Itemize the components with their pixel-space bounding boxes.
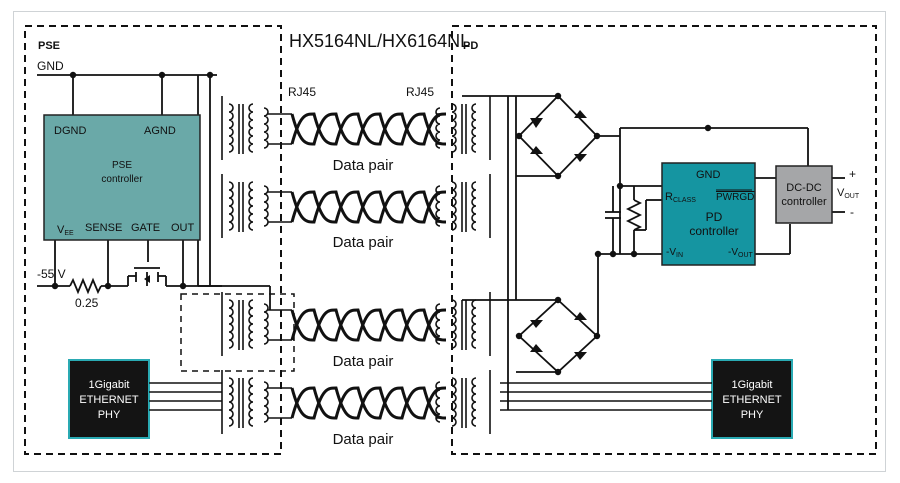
- rclass-pin: RCLASS: [665, 191, 696, 204]
- left-transformer-primary-2: [228, 181, 234, 231]
- vout-label: VOUT: [837, 187, 860, 200]
- pd-boundary: [451, 25, 877, 455]
- pd-controller-subtitle: controller: [689, 224, 738, 238]
- left-transformer-secondary-3: [248, 299, 254, 349]
- pd-junction-dots: [515, 92, 712, 376]
- left-transformer-primary-3: [228, 299, 234, 349]
- pd-controller-title: PD: [706, 210, 723, 224]
- rj45-left-label: RJ45: [288, 85, 316, 99]
- twisted-pair-b-3: [290, 308, 447, 342]
- left-choke-3: [263, 303, 269, 345]
- pse-boundary: [24, 25, 282, 455]
- left-transformer-primary-4: [228, 377, 234, 427]
- mosfet-arrow: [144, 275, 150, 283]
- right-transformer-secondary-4: [471, 377, 477, 427]
- vin-pin: -VIN: [666, 247, 683, 259]
- pse-wiring: [37, 74, 271, 310]
- pd-gnd-pin: GND: [696, 169, 721, 181]
- dcdc-line1: DC-DC: [786, 182, 821, 194]
- pse-controller-title: PSE: [112, 160, 132, 171]
- pd-phy-box: [711, 359, 793, 439]
- left-choke-2: [263, 185, 269, 227]
- data-pair-label-3: Data pair: [333, 353, 394, 370]
- data-pair-label-2: Data pair: [333, 234, 394, 251]
- pse-controller-subtitle: controller: [101, 174, 143, 185]
- pse-phy-box: [68, 359, 150, 439]
- data-pair-label-1: Data pair: [333, 157, 394, 174]
- neg-voltage-label: -55 V: [37, 267, 66, 281]
- right-transformer-secondary-3: [471, 299, 477, 349]
- left-transformer-secondary-2: [248, 181, 254, 231]
- gnd-label: GND: [37, 59, 64, 73]
- right-transformer-primary-2: [451, 181, 457, 231]
- transformer-dashed-box: [180, 293, 295, 372]
- transformer-channels: [221, 96, 491, 434]
- left-transformer-secondary-4: [248, 377, 254, 427]
- pse-phy-line3: PHY: [98, 409, 121, 421]
- right-transformer-secondary-2: [471, 181, 477, 231]
- right-transformer-primary-4: [451, 377, 457, 427]
- pse-junction-dots: [51, 71, 214, 290]
- twisted-pair-b-1: [290, 112, 447, 146]
- diagram-title: HX5164NL/HX6164NL: [289, 31, 470, 51]
- agnd-pin: AGND: [144, 125, 176, 137]
- pd-phy-line1: 1Gigabit: [732, 379, 773, 391]
- pd-controller-box: [661, 162, 756, 266]
- twisted-pair-b-2: [290, 190, 447, 224]
- bridge-diodes: [530, 110, 587, 360]
- left-transformer-secondary-1: [248, 103, 254, 153]
- pse-phy-line1: 1Gigabit: [89, 379, 130, 391]
- twisted-pair-a-1: [290, 112, 447, 146]
- dgnd-pin: DGND: [54, 125, 86, 137]
- twisted-pair-a-4: [290, 386, 447, 420]
- pse-controller-box: [43, 114, 201, 241]
- pd-label: PD: [463, 40, 478, 52]
- phy-signal-lines: [149, 382, 712, 411]
- gate-pin: GATE: [131, 222, 160, 234]
- sense-pin: SENSE: [85, 222, 122, 234]
- right-transformer-primary-3: [451, 299, 457, 349]
- data-pair-label-4: Data pair: [333, 431, 394, 448]
- out-pin: OUT: [171, 222, 195, 234]
- twisted-pair-a-3: [290, 308, 447, 342]
- left-transformer-primary-1: [228, 103, 234, 153]
- pd-phy-line3: PHY: [741, 409, 764, 421]
- right-transformer-primary-1: [451, 103, 457, 153]
- pse-phy-line2: ETHERNET: [79, 394, 139, 406]
- dcdc-controller-box: [775, 165, 833, 224]
- right-transformer-secondary-1: [471, 103, 477, 153]
- vout-plus: +: [849, 167, 856, 181]
- rj45-right-label: RJ45: [406, 85, 434, 99]
- vee-pin: VEE: [57, 224, 74, 237]
- left-choke-4: [263, 381, 269, 423]
- pse-label: PSE: [38, 40, 60, 52]
- vout-minus: -: [850, 205, 854, 219]
- pd-phy-line2: ETHERNET: [722, 394, 782, 406]
- resistor-value: 0.25: [75, 296, 99, 310]
- dcdc-line2: controller: [781, 196, 827, 208]
- left-choke-1: [263, 107, 269, 149]
- pwrgd-pin: PWRGD: [716, 192, 754, 203]
- twisted-pair-a-2: [290, 190, 447, 224]
- vout-pin: -VOUT: [728, 247, 754, 259]
- twisted-pair-b-4: [290, 386, 447, 420]
